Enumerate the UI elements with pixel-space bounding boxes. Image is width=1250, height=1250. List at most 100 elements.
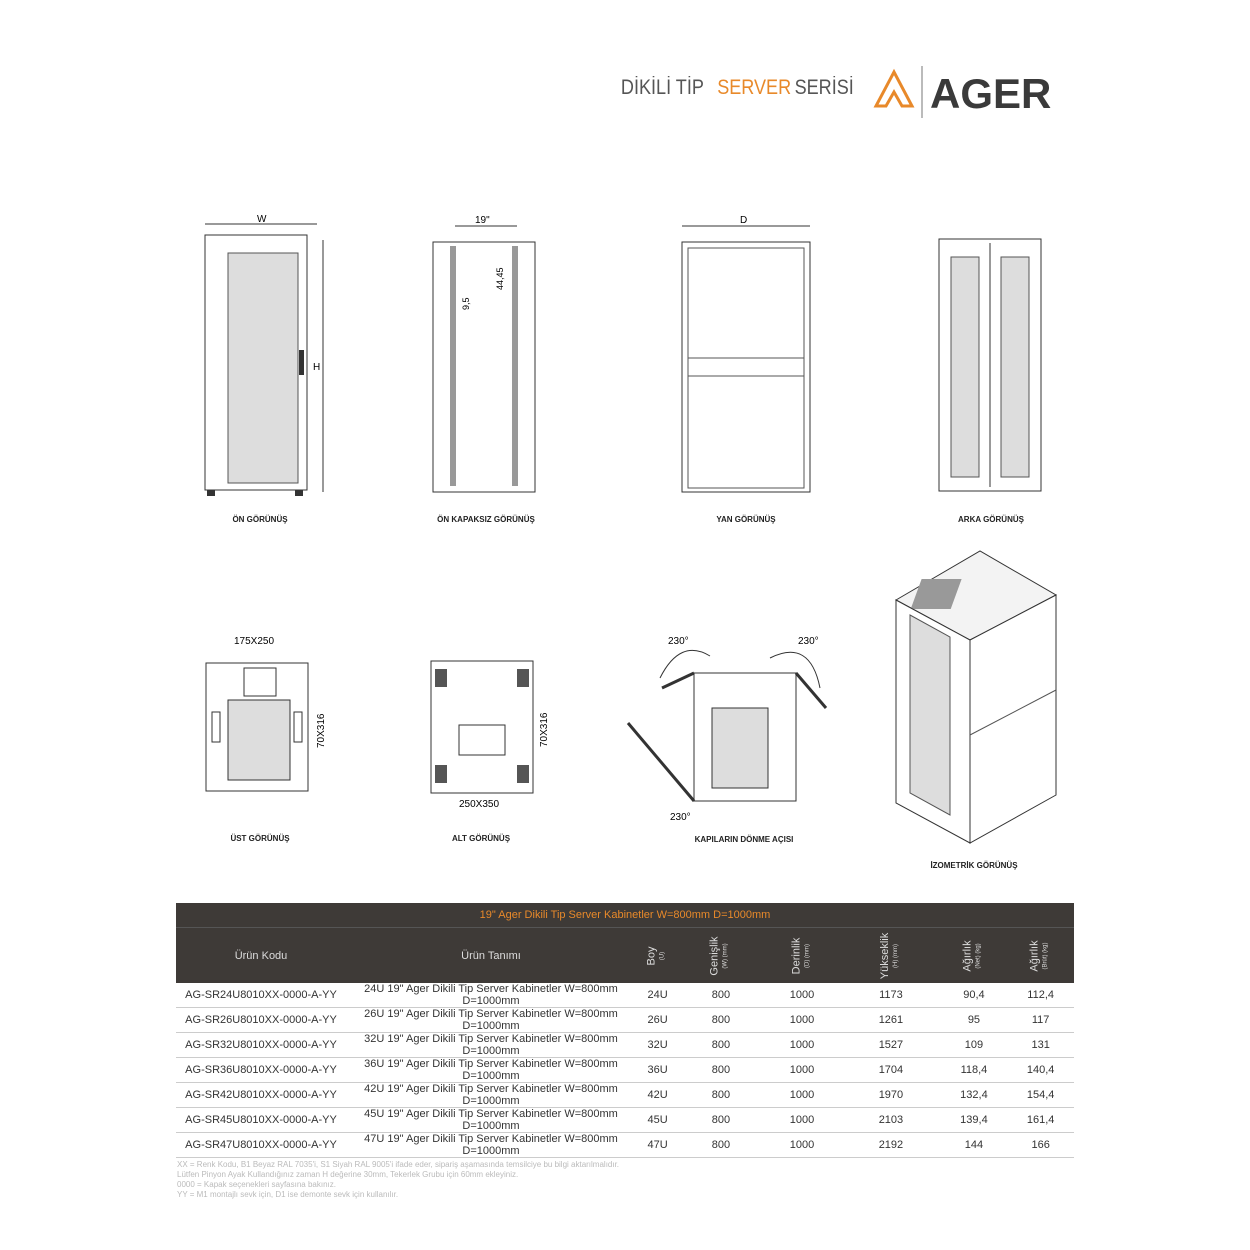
table-cell: 42U [636,1082,680,1108]
svg-text:230°: 230° [798,636,819,647]
svg-text:230°: 230° [670,812,691,823]
table-cell: 1173 [841,983,941,1008]
col-header-gross-weight: Ağırlık(Brüt) (kg) [1007,927,1074,983]
footnote: YY = M1 montajlı sevk için, D1 ise demon… [177,1190,399,1199]
table-cell: 154,4 [1007,1082,1074,1108]
table-cell: 1000 [762,1082,842,1108]
table-cell: 132,4 [940,1082,1008,1108]
table-cell: 24U [636,983,680,1008]
table-cell: 42U 19" Ager Dikili Tip Server Kabinetle… [346,1082,636,1108]
svg-text:W: W [257,214,267,225]
table-cell: AG-SR42U8010XX-0000-A-YY [176,1082,346,1108]
table-cell: 36U 19" Ager Dikili Tip Server Kabinetle… [346,1057,636,1083]
front-view-drawing: W H [204,214,324,496]
title-suffix: SERİSİ [794,76,854,99]
side-view-drawing: D [681,215,811,493]
table-cell: 1000 [762,1057,842,1083]
svg-text:70X316: 70X316 [316,713,327,748]
table-cell: 45U [636,1107,680,1133]
col-header-depth: Derinlik(D) (mm) [762,927,842,983]
table-cell: 90,4 [940,983,1008,1008]
table-cell: AG-SR32U8010XX-0000-A-YY [176,1032,346,1058]
table-cell: 32U 19" Ager Dikili Tip Server Kabinetle… [346,1032,636,1058]
table-cell: 1000 [762,1007,842,1033]
table-cell: 800 [679,1107,763,1133]
table-cell: 118,4 [940,1057,1008,1083]
table-section: 19" Ager Dikili Tip Server Kabinetler W=… [176,903,1074,1200]
table-cell: 800 [679,1057,763,1083]
side-view-label: YAN GÖRÜNÜŞ [716,515,776,524]
table-cell: 166 [1007,1132,1074,1158]
table-cell: 26U [636,1007,680,1033]
rear-view-label: ARKA GÖRÜNÜŞ [958,515,1024,524]
table-cell: 800 [679,1132,763,1158]
footnote: Lütfen Pinyon Ayak Kullandığınız zaman H… [177,1170,519,1179]
svg-text:44,45: 44,45 [495,267,505,290]
svg-text:9,5: 9,5 [461,297,471,310]
svg-text:D: D [740,215,747,226]
col-header-net-weight: Ağırlık(Net) (kg) [940,927,1008,983]
footnotes: XX = Renk Kodu, B1 Beyaz RAL 7035'i, S1 … [177,1160,1074,1200]
table-cell: AG-SR45U8010XX-0000-A-YY [176,1107,346,1133]
col-header-width: Genişlik(W) (mm) [679,927,763,983]
bottom-view-drawing: 250X350 70X316 [430,660,550,810]
table-cell: 1527 [841,1032,941,1058]
table-cell: 24U 19" Ager Dikili Tip Server Kabinetle… [346,983,636,1008]
table-cell: 47U 19" Ager Dikili Tip Server Kabinetle… [346,1132,636,1158]
table-cell: 1000 [762,1132,842,1158]
table-cell: 36U [636,1057,680,1083]
ager-logo-icon: AGER [873,66,1051,118]
front-open-view-label: ÖN KAPAKSIZ GÖRÜNÜŞ [437,515,535,524]
door-rotation-label: KAPILARIN DÖNME AÇISI [694,835,794,844]
col-header-boy: Boy (U) [636,927,680,983]
table-cell: AG-SR24U8010XX-0000-A-YY [176,983,346,1008]
table-cell: 2103 [841,1107,941,1133]
table-cell: 1704 [841,1057,941,1083]
table-title: 19" Ager Dikili Tip Server Kabinetler W=… [176,903,1074,928]
col-header-height: Yükseklik(H) (mm) [841,927,941,983]
table-cell: AG-SR47U8010XX-0000-A-YY [176,1132,346,1158]
table-cell: 139,4 [940,1107,1008,1133]
table-cell: 26U 19" Ager Dikili Tip Server Kabinetle… [346,1007,636,1033]
table-cell: 117 [1007,1007,1074,1033]
col-header-code: Ürün Kodu [176,927,346,983]
svg-text:250X350: 250X350 [459,799,499,810]
ager-logo: AGER [872,66,1062,125]
table-cell: 47U [636,1132,680,1158]
product-table: 19" Ager Dikili Tip Server Kabinetler W=… [176,903,1074,1158]
table-cell: 800 [679,1007,763,1033]
table-cell: AG-SR36U8010XX-0000-A-YY [176,1057,346,1083]
table-cell: 45U 19" Ager Dikili Tip Server Kabinetle… [346,1107,636,1133]
table-cell: 140,4 [1007,1057,1074,1083]
table-cell: 800 [679,1082,763,1108]
svg-text:230°: 230° [668,636,689,647]
table-cell: 131 [1007,1032,1074,1058]
svg-text:AGER: AGER [930,70,1051,117]
table-cell: 2192 [841,1132,941,1158]
title-accent: SERVER [717,76,792,99]
table-cell: 1970 [841,1082,941,1108]
table-cell: 112,4 [1007,983,1074,1008]
top-view-label: ÜST GÖRÜNÜŞ [230,834,290,843]
table-cell: 161,4 [1007,1107,1074,1133]
table-cell: 1000 [762,1032,842,1058]
table-cell: 95 [940,1007,1008,1033]
isometric-view-label: İZOMETRİK GÖRÜNÜŞ [930,861,1018,870]
table-cell: 1261 [841,1007,941,1033]
col-header-desc: Ürün Tanımı [346,927,636,983]
table-cell: 800 [679,983,763,1008]
title-prefix: DİKİLİ TİP [621,76,704,99]
top-view-drawing: 175X250 70X316 [205,636,327,792]
footnote: XX = Renk Kodu, B1 Beyaz RAL 7035'i, S1 … [177,1160,620,1169]
rear-view-drawing [938,238,1042,492]
isometric-view-drawing [894,550,1058,844]
door-rotation-drawing: 230° 230° 230° [626,636,828,823]
